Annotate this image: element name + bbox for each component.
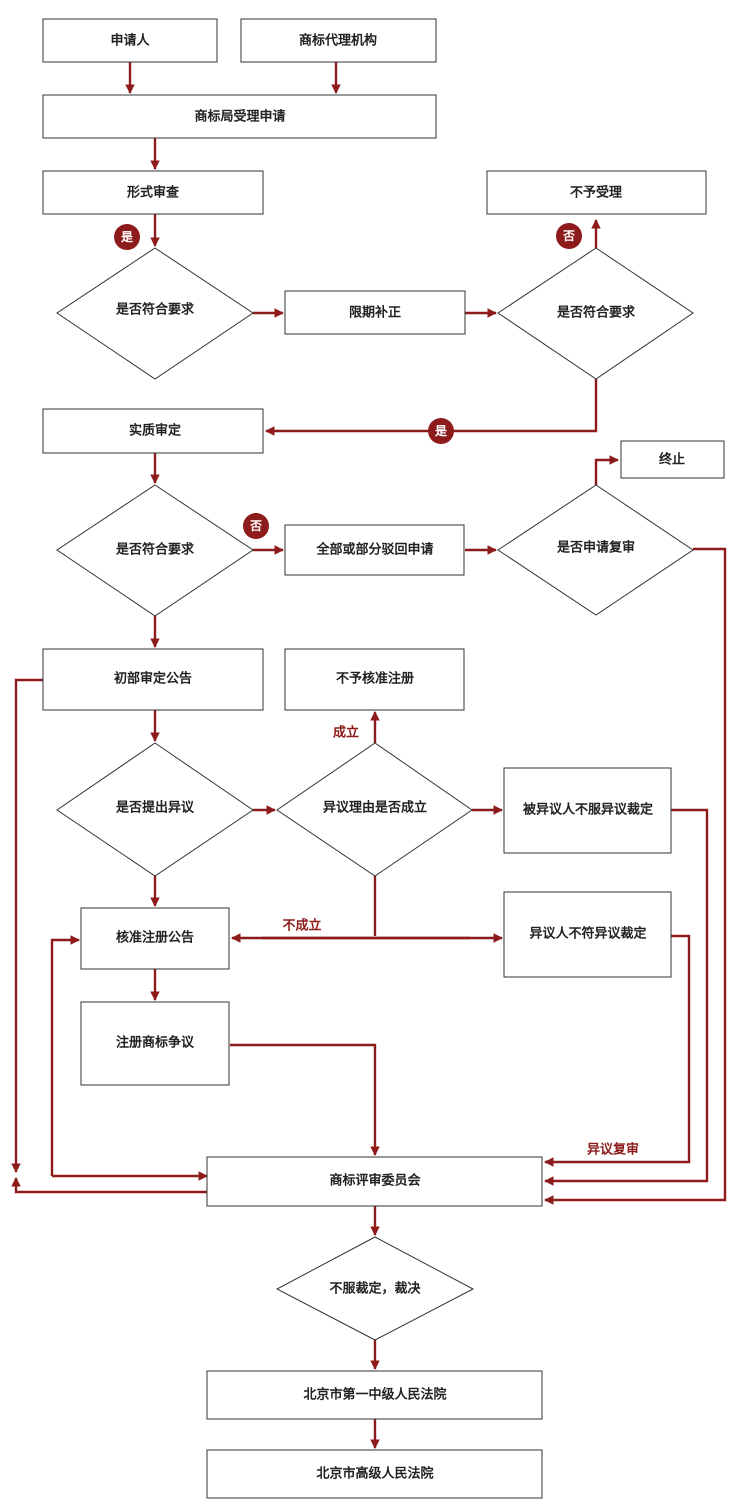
badge-no-1-label: 否	[562, 229, 575, 243]
node-check-req-2-label: 是否符合要求	[556, 305, 636, 321]
node-applicant: 申请人	[42, 18, 218, 63]
node-court-1-label: 北京市第一中级人民法院	[303, 1387, 446, 1403]
arrow-approve-rail	[50, 935, 80, 1176]
node-check-req-3-label: 是否符合要求	[115, 542, 195, 558]
node-prelim-announce: 初部审定公告	[42, 648, 264, 711]
label-opposition-review: 异议复审	[587, 1142, 639, 1158]
badge-yes-2: 是	[428, 418, 454, 444]
node-not-accepted-label: 不予受理	[570, 185, 622, 201]
node-dispute: 注册商标争议	[80, 1001, 230, 1086]
label-invalid: 不成立	[282, 918, 321, 934]
badge-no-2-label: 否	[249, 519, 262, 533]
node-not-accepted: 不予受理	[486, 170, 707, 215]
node-office-accept-label: 商标局受理申请	[194, 109, 285, 125]
arrow-check2-to-substantive	[265, 379, 598, 436]
node-opposition-valid-label: 异议理由是否成立	[323, 800, 427, 816]
node-opponent-disagree-label: 异议人不符异议裁定	[529, 926, 646, 942]
node-opposed-disagree: 被异议人不服异议裁定	[503, 767, 672, 854]
node-substantive-review-label: 实质审定	[129, 423, 181, 439]
node-agency: 商标代理机构	[240, 18, 437, 63]
arrow-opponent-to-board	[544, 934, 691, 1167]
node-prelim-announce-label: 初部审定公告	[114, 671, 192, 687]
node-formal-review-label: 形式审查	[127, 185, 180, 201]
badge-yes-1-label: 是	[120, 230, 134, 244]
node-check-req-1: 是否符合要求	[56, 247, 254, 380]
label-valid: 成立	[333, 725, 359, 741]
node-board-label: 商标评审委员会	[329, 1173, 421, 1189]
arrow-apply-review-to-terminate	[594, 455, 619, 485]
node-court-2-label: 北京市高级人民法院	[316, 1466, 433, 1482]
node-dispute-label: 注册商标争议	[116, 1035, 195, 1051]
node-check-req-3: 是否符合要求	[56, 484, 254, 617]
node-reject-label: 全部或部分驳回申请	[315, 542, 433, 558]
connectors	[11, 62, 727, 1449]
arrow-opposed-to-board	[544, 808, 709, 1186]
node-supplement-label: 限期补正	[349, 305, 401, 321]
node-apply-review: 是否申请复审	[497, 484, 694, 616]
badge-no-2: 否	[243, 513, 269, 539]
badge-yes-2-label: 是	[434, 424, 448, 438]
node-apply-review-label: 是否申请复审	[556, 540, 635, 556]
node-approve-announce-label: 核准注册公告	[116, 930, 194, 946]
arrow-dispute-to-board	[230, 1043, 380, 1156]
node-supplement: 限期补正	[284, 290, 466, 335]
node-court-2: 北京市高级人民法院	[206, 1449, 543, 1499]
node-not-approved-label: 不予核准注册	[336, 671, 414, 687]
node-disagree-ruling: 不服裁定，裁决	[275, 1236, 475, 1341]
node-terminate: 终止	[620, 440, 725, 479]
arrow-board-to-outer-rail	[11, 1177, 207, 1194]
node-office-accept: 商标局受理申请	[42, 94, 437, 139]
node-disagree-ruling-label: 不服裁定，裁决	[329, 1281, 421, 1297]
arrow-prelim-to-left-rail	[11, 678, 43, 1173]
node-opposition-raised-label: 是否提出异议	[115, 800, 195, 816]
node-board: 商标评审委员会	[206, 1156, 543, 1207]
node-terminate-label: 终止	[659, 452, 685, 468]
node-not-approved: 不予核准注册	[284, 648, 465, 711]
node-court-1: 北京市第一中级人民法院	[206, 1370, 543, 1420]
node-agency-label: 商标代理机构	[299, 33, 377, 49]
node-check-req-1-label: 是否符合要求	[115, 302, 195, 318]
node-formal-review: 形式审查	[42, 170, 264, 215]
badge-yes-1: 是	[114, 224, 140, 250]
node-opposition-raised: 是否提出异议	[56, 742, 254, 877]
node-opposed-disagree-label: 被异议人不服异议裁定	[522, 802, 653, 818]
node-approve-announce: 核准注册公告	[80, 907, 230, 970]
node-substantive-review: 实质审定	[42, 408, 264, 454]
node-opponent-disagree: 异议人不符异议裁定	[503, 891, 672, 978]
node-opposition-valid: 异议理由是否成立	[276, 742, 473, 877]
badge-no-1: 否	[556, 223, 582, 249]
node-reject: 全部或部分驳回申请	[284, 524, 465, 576]
arrow-apply-review-to-board	[544, 547, 727, 1205]
node-applicant-label: 申请人	[110, 33, 150, 49]
node-check-req-2: 是否符合要求	[497, 247, 694, 380]
